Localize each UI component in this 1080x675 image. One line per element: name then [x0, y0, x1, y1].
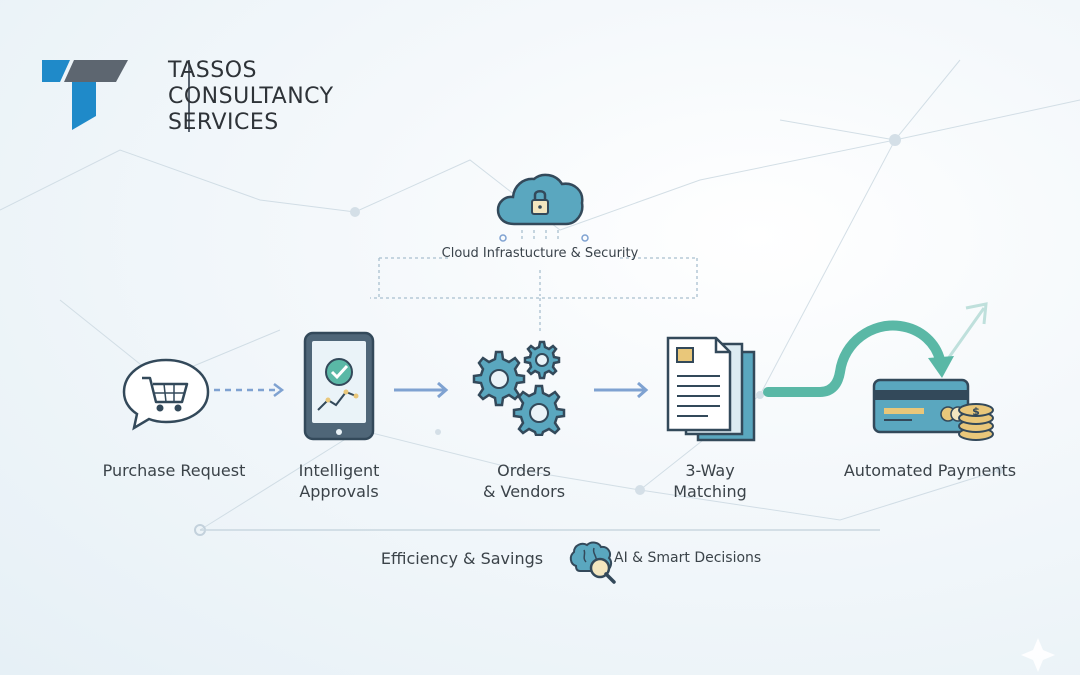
arrow-right-icon [214, 383, 285, 397]
logo-mark-icon [42, 60, 128, 130]
step-label-3-way-matching: 3-Way Matching [673, 461, 747, 501]
step-label-purchase-request: Purchase Request [102, 461, 246, 480]
arrow-right-icon [394, 381, 449, 399]
brand-line-2: CONSULTANCY [168, 84, 334, 109]
documents-icon [666, 336, 756, 442]
company-logo: TASSOS CONSULTANCY SERVICES [42, 56, 372, 136]
brain-search-icon [569, 541, 616, 584]
shopping-cart-icon [122, 358, 210, 431]
logo-divider [188, 60, 190, 132]
tablet-check-icon [303, 331, 375, 441]
card-coins-icon: $ [763, 302, 994, 441]
svg-text:$: $ [972, 405, 980, 418]
step-label-orders-vendors: Orders & Vendors [482, 461, 566, 501]
arrow-right-icon [594, 381, 649, 399]
step-label-automated-payments: Automated Payments [843, 461, 1017, 480]
step-label-intelligent-approvals: Intelligent Approvals [298, 461, 380, 501]
cloud-connector-lines [370, 230, 698, 332]
cloud-label: Cloud Infrastucture & Security [441, 246, 639, 261]
efficiency-label: Efficiency & Savings [380, 549, 544, 568]
ai-label: AI & Smart Decisions [614, 550, 762, 566]
brand-line-3: SERVICES [168, 110, 279, 135]
brand-line-1: TASSOS [168, 58, 257, 83]
cloud-lock-icon [496, 173, 584, 226]
gears-icon [472, 340, 566, 436]
